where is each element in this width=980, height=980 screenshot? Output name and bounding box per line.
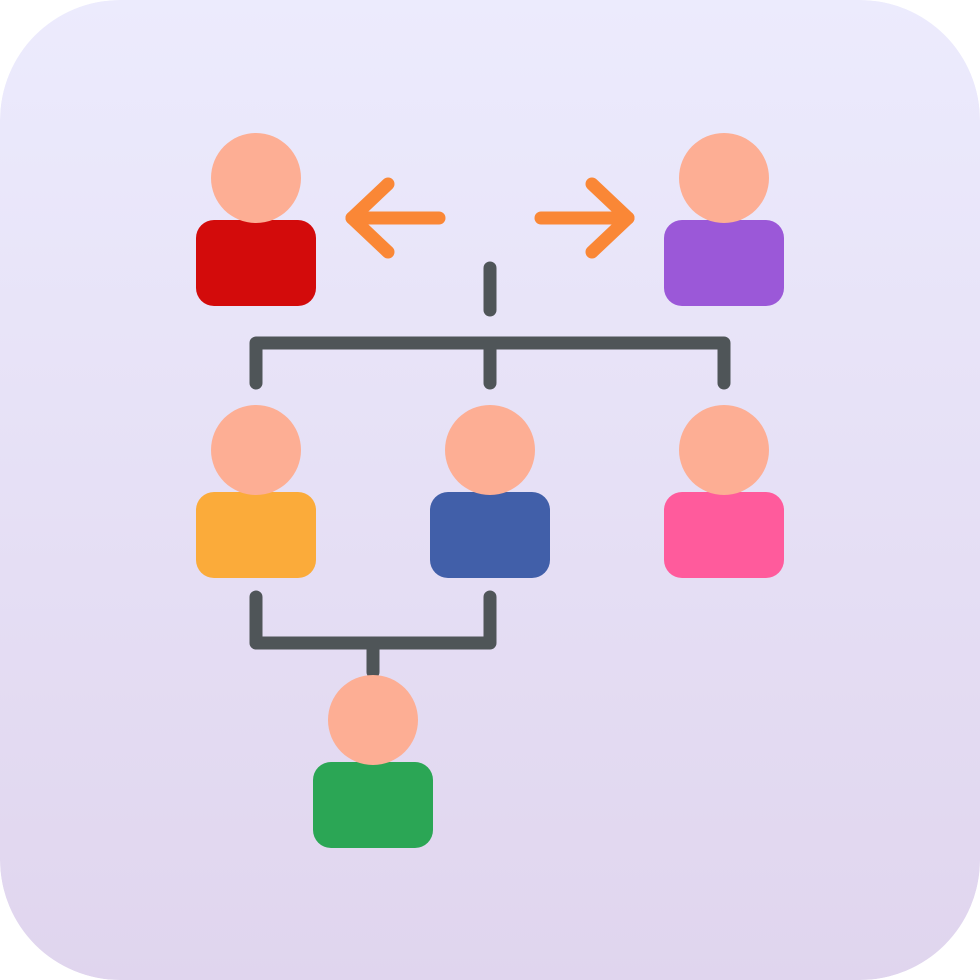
person-body <box>196 220 316 306</box>
person-head <box>211 405 301 495</box>
person-body <box>664 220 784 306</box>
person-head <box>211 133 301 223</box>
person-head <box>679 133 769 223</box>
person-middle-center <box>430 405 550 578</box>
person-head <box>679 405 769 495</box>
arrows <box>345 177 635 259</box>
arrow-right-icon <box>534 177 635 259</box>
person-head <box>328 675 418 765</box>
person-body <box>196 492 316 578</box>
person-body <box>313 762 433 848</box>
arrow-left-icon <box>345 177 446 259</box>
person-head <box>445 405 535 495</box>
people-layer <box>196 133 784 848</box>
person-top-right <box>664 133 784 306</box>
person-middle-right <box>664 405 784 578</box>
person-bottom <box>313 675 433 848</box>
person-middle-left <box>196 405 316 578</box>
connector-lines <box>249 261 731 679</box>
person-top-left <box>196 133 316 306</box>
person-body <box>430 492 550 578</box>
person-body <box>664 492 784 578</box>
